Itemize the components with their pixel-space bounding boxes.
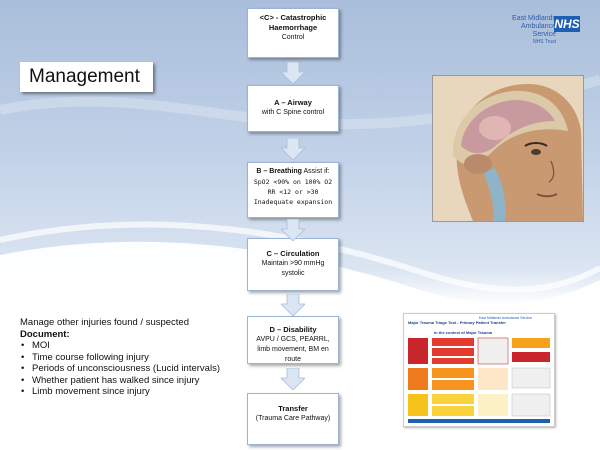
- nhs-badge: NHS: [554, 16, 580, 32]
- step-disability: D – Disability AVPU / GCS, PEARRL, limb …: [247, 316, 339, 364]
- step-suffix: Assist if:: [303, 168, 330, 175]
- step-heading: D – Disability: [269, 325, 317, 334]
- step-text: with C Spine control: [261, 109, 325, 116]
- triage-tool-thumbnail: Major Trauma Triage Tool - Primary Patie…: [403, 313, 555, 427]
- manage-notes: Manage other injuries found / suspected …: [20, 317, 243, 398]
- step-heading: A – Airway: [274, 98, 312, 107]
- slide-title: Management: [20, 62, 153, 92]
- down-arrow-icon: [281, 294, 305, 316]
- manage-intro: Manage other injuries found / suspected: [20, 317, 189, 328]
- step-text: SpO2 <90% on 100% O2: [253, 178, 333, 186]
- triage-title: Major Trauma Triage Tool - Primary Patie…: [408, 320, 506, 325]
- triage-org: East Midlands Ambulance Service: [479, 316, 532, 320]
- step-airway: A – Airway with C Spine control: [247, 85, 339, 132]
- document-label: Document:: [20, 328, 70, 340]
- step-text: Control: [281, 34, 305, 41]
- org-name: East Midlands Ambulance Service: [512, 15, 556, 38]
- down-arrow-icon: [281, 138, 305, 160]
- step-text: Inadequate expansion: [253, 198, 333, 206]
- step-text: RR <12 or >30: [267, 188, 319, 196]
- step-text: (Trauma Care Pathway): [255, 415, 331, 422]
- step-breathing: B – Breathing Assist if: SpO2 <90% on 10…: [247, 162, 339, 218]
- step-catastrophic-haemorrhage: <C> - Catastrophic Haemorrhage Control: [247, 8, 339, 58]
- list-item: Whether patient has walked since injury: [21, 375, 243, 387]
- step-text: AVPU / GCS, PEARRL, limb movement, BM en…: [256, 336, 330, 363]
- list-item: Limb movement since injury: [21, 386, 243, 398]
- head-brain-illustration: [432, 75, 584, 222]
- down-arrow-icon: [281, 368, 305, 390]
- triage-flowchart-graphic: [408, 337, 551, 423]
- nhs-logo: East Midlands Ambulance Service NHS Trus…: [496, 15, 580, 45]
- down-arrow-icon: [281, 219, 305, 241]
- step-heading: Transfer: [278, 404, 308, 413]
- step-text: Maintain >90 mmHg systolic: [261, 260, 325, 277]
- list-item: Periods of unconsciousness (Lucid interv…: [21, 363, 243, 375]
- step-heading: C – Circulation: [266, 249, 320, 258]
- list-item: MOI: [21, 340, 243, 352]
- list-item: Time course following injury: [21, 352, 243, 364]
- document-list: MOI Time course following injury Periods…: [20, 340, 243, 398]
- step-heading: <C> - Catastrophic Haemorrhage: [259, 13, 327, 32]
- step-circulation: C – Circulation Maintain >90 mmHg systol…: [247, 238, 339, 291]
- step-heading: B – Breathing: [256, 168, 302, 175]
- down-arrow-icon: [281, 62, 305, 84]
- trust-label: NHS Trust: [532, 39, 556, 45]
- triage-subtitle: In the context of Major Trauma: [434, 330, 493, 335]
- step-transfer: Transfer (Trauma Care Pathway): [247, 393, 339, 445]
